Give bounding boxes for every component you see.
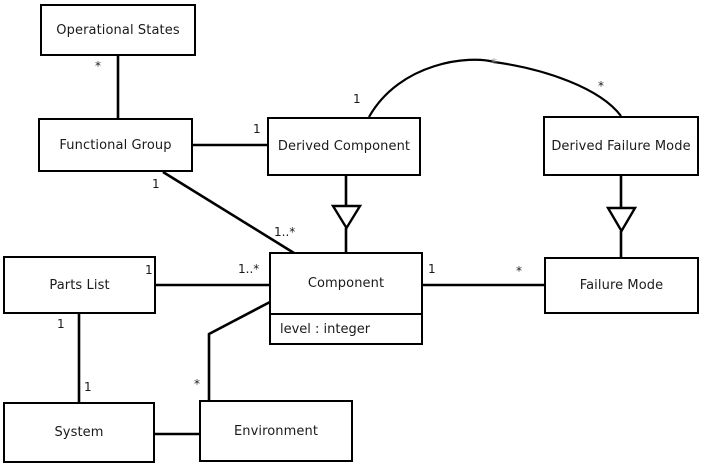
multiplicity-functionalgroup-component-many: 1..* xyxy=(274,225,296,239)
class-box-failure-mode[interactable]: Failure Mode xyxy=(544,257,699,314)
multiplicity-derivedcomponent-one: 1 xyxy=(353,92,361,106)
class-box-operational-states[interactable]: Operational States xyxy=(40,4,196,56)
class-name-environment: Environment xyxy=(233,423,319,439)
generalization-triangle-failuremode xyxy=(605,206,638,234)
class-box-system[interactable]: System xyxy=(3,402,155,463)
class-box-derived-component[interactable]: Derived Component xyxy=(267,117,421,176)
class-box-derived-failure-mode[interactable]: Derived Failure Mode xyxy=(543,116,699,176)
multiplicity-opstates-star: * xyxy=(95,59,101,73)
edge-environment-component xyxy=(207,300,271,400)
edge-functionalgroup-component xyxy=(162,170,295,255)
multiplicity-failuremode-star: * xyxy=(516,264,522,278)
multiplicity-partslist-component-many: 1..* xyxy=(238,262,260,276)
class-attribute-component-level: level : integer xyxy=(271,313,421,343)
multiplicity-component-failuremode-one: 1 xyxy=(428,262,436,276)
class-box-functional-group[interactable]: Functional Group xyxy=(38,118,193,172)
class-name-component: Component xyxy=(307,276,385,291)
multiplicity-partslist-one: 1 xyxy=(145,263,153,277)
class-box-environment[interactable]: Environment xyxy=(199,400,353,462)
class-name-system: System xyxy=(54,425,104,440)
multiplicity-arc-apex-star: * xyxy=(491,56,497,70)
edge-derivedcomponent-derivedfailuremode xyxy=(368,58,622,118)
class-name-derived-failure-mode: Derived Failure Mode xyxy=(551,138,691,154)
class-name-operational-states: Operational States xyxy=(56,22,180,38)
multiplicity-functionalgroup-derivedcomponent-one: 1 xyxy=(253,122,261,136)
multiplicity-partslist-system-one: 1 xyxy=(57,317,65,331)
multiplicity-environment-component-star: * xyxy=(194,377,200,391)
class-name-functional-group: Functional Group xyxy=(59,137,172,153)
class-name-parts-list: Parts List xyxy=(49,277,110,293)
multiplicity-functionalgroup-component-one: 1 xyxy=(152,177,160,191)
multiplicity-arc-right-star: * xyxy=(598,79,604,93)
multiplicity-system-partslist-one: 1 xyxy=(84,380,92,394)
class-box-parts-list[interactable]: Parts List xyxy=(3,256,156,314)
generalization-triangle-component xyxy=(330,204,363,231)
class-box-component[interactable]: Component level : integer xyxy=(269,252,423,345)
class-name-failure-mode: Failure Mode xyxy=(579,278,664,293)
class-name-derived-component: Derived Component xyxy=(277,139,411,154)
